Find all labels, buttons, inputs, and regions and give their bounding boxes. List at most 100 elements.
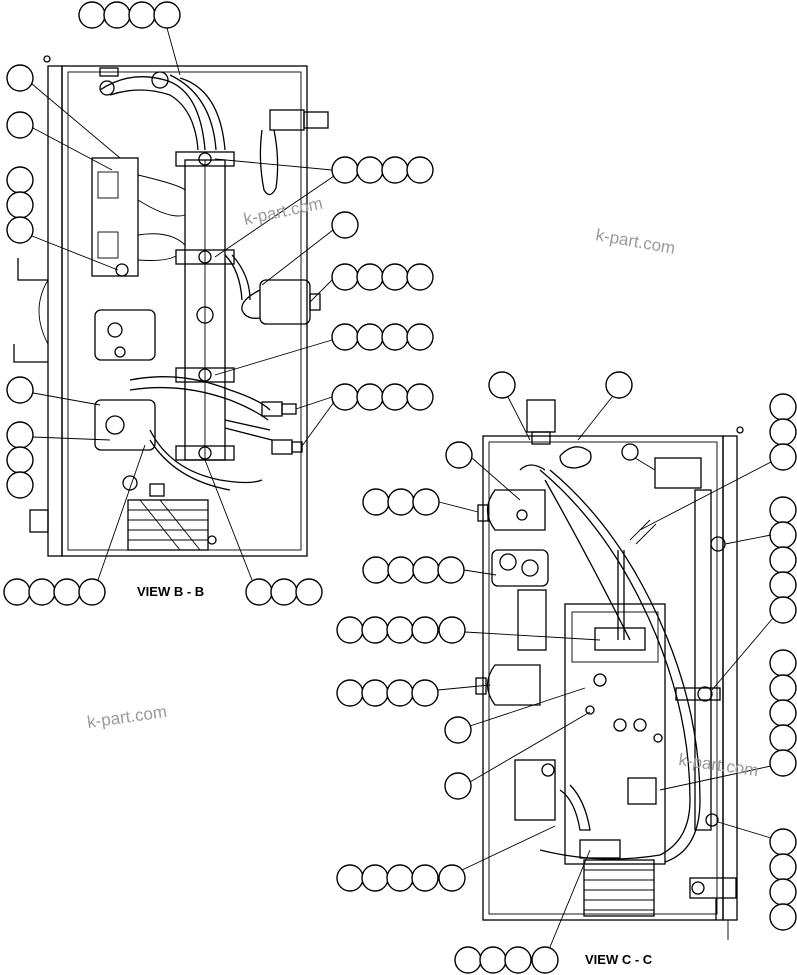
callout-bubble (406, 263, 434, 291)
view-b-fitting-1 (261, 401, 283, 417)
callout-bubble (769, 546, 797, 574)
callout-bubble (381, 156, 409, 184)
callout-bubble (6, 471, 34, 499)
view-c-manifold-bolt-5 (653, 733, 663, 743)
callout-bubble (53, 578, 81, 606)
callout-bubble (406, 383, 434, 411)
view-b-terminal-2 (97, 231, 119, 259)
callout-bubble (412, 556, 440, 584)
callout-bubble (769, 393, 797, 421)
callout-bubble (6, 111, 34, 139)
view-c-manifold-bolt-2 (613, 718, 627, 732)
view-b-clamp-4-bolt (198, 446, 212, 460)
view-b-top-valve-cap (303, 111, 329, 129)
leader-line (295, 396, 333, 410)
leader-line (31, 235, 119, 271)
callout-bubble (295, 578, 323, 606)
callout-bubble (406, 323, 434, 351)
view-b-clamp-1 (175, 151, 235, 167)
callout-bubble (356, 323, 384, 351)
leader-line (166, 27, 181, 76)
view-b-clamp-2-bolt (198, 250, 212, 264)
leader-line (717, 821, 772, 839)
callout-bubble (769, 521, 797, 549)
view-c-assembly (475, 399, 744, 940)
view-c-solenoid-hose (559, 784, 591, 831)
callout-bubble (769, 649, 797, 677)
callout-bubble (769, 418, 797, 446)
leader-line (214, 158, 333, 171)
callout-bubble (103, 1, 131, 29)
view-b-valve-1-port (114, 346, 126, 358)
callout-bubble (362, 488, 390, 516)
view-c-clamp-bar (675, 687, 721, 701)
callout-bubble (479, 946, 507, 974)
view-b-fin-lines (128, 499, 208, 551)
callout-bubble (769, 496, 797, 524)
callout-bubble (331, 211, 359, 239)
callout-bubble (444, 772, 472, 800)
view-c-manifold (564, 603, 666, 865)
view-c-pump-2 (486, 664, 541, 706)
callout-bubble (387, 556, 415, 584)
view-c-manifold-block (594, 627, 646, 651)
leader-line (309, 279, 333, 303)
callout-bubble (153, 1, 181, 29)
view-b-side-curve (38, 279, 49, 345)
view-b-callouts (3, 1, 434, 606)
callout-bubble (381, 383, 409, 411)
leader-line (97, 444, 146, 581)
callout-bubble (531, 946, 559, 974)
view-c-hose-2 (544, 479, 631, 641)
view-c-pump-1-port (477, 504, 489, 522)
view-c-manifold-base (579, 839, 621, 859)
view-b-hose-1b (109, 89, 199, 151)
callout-bubble (361, 864, 389, 892)
view-c-hose-1 (539, 469, 691, 860)
view-c-manifold-plug (627, 777, 657, 805)
leader-line (461, 825, 556, 871)
callout-bubble (386, 864, 414, 892)
callout-bubble (356, 263, 384, 291)
view-b-fitting-2 (271, 439, 293, 455)
view-c-channel (694, 489, 712, 831)
callout-bubble (336, 616, 364, 644)
leader-line (31, 83, 121, 159)
callout-bubble (6, 446, 34, 474)
view-b-fitting-top (151, 71, 169, 89)
callout-bubble (406, 156, 434, 184)
view-b-hose-2 (179, 77, 226, 151)
leader-line (724, 534, 772, 545)
callout-bubble (356, 383, 384, 411)
view-c-manifold-top (571, 611, 659, 663)
view-c-solenoid (514, 759, 556, 821)
callout-bubble (444, 716, 472, 744)
callout-bubble (769, 724, 797, 752)
leader-line (32, 436, 111, 441)
view-c-manifold-bolt-1 (593, 673, 607, 687)
view-c-solenoid-bolt (541, 763, 555, 777)
view-c-top-fitting-base (531, 431, 551, 445)
callout-bubble (361, 616, 389, 644)
leader-line (469, 687, 586, 727)
view-b-drain-plug (149, 483, 165, 497)
callout-bubble (6, 216, 34, 244)
view-b-hose-6 (224, 419, 273, 441)
leader-line (639, 461, 772, 531)
callout-bubble (6, 191, 34, 219)
callout-bubble (445, 441, 473, 469)
leader-line (463, 569, 497, 576)
callout-bubble (438, 616, 466, 644)
callout-bubble (6, 421, 34, 449)
view-c-manifold-bolt-4 (585, 705, 595, 715)
view-c-elbow (559, 446, 592, 469)
view-c-top-link (634, 457, 656, 471)
view-c-flange (722, 435, 738, 921)
view-b-side-bracket (13, 258, 48, 363)
view-b-fitting-1-nut (281, 403, 297, 415)
leader-line (32, 392, 101, 406)
callout-bubble (78, 1, 106, 29)
callout-bubble (769, 443, 797, 471)
leader-line (438, 501, 479, 513)
